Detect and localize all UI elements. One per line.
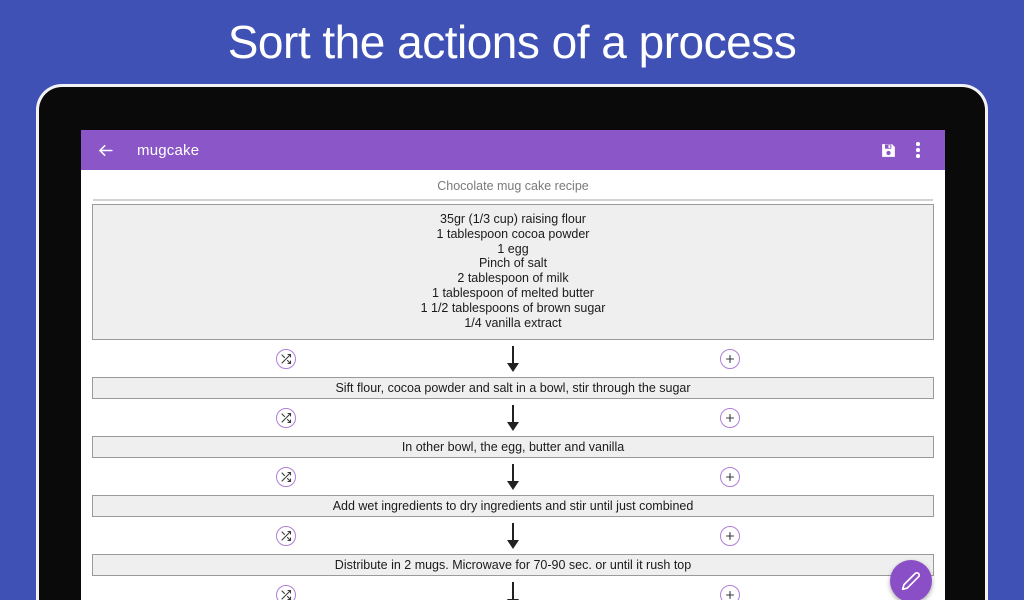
ingredient-line: 2 tablespoon of milk [457, 271, 569, 286]
more-vertical-icon[interactable] [903, 135, 933, 165]
ingredient-line: 1/4 vanilla extract [464, 315, 562, 330]
overflow-dots [916, 142, 920, 158]
arrow-down-icon [507, 581, 519, 600]
ingredients-block[interactable]: 35gr (1/3 cup) raising flour 1 tablespoo… [92, 204, 934, 341]
recipe-content: Chocolate mug cake recipe 35gr (1/3 cup)… [81, 170, 945, 600]
arrow-down-icon [507, 522, 519, 549]
save-floppy-icon[interactable] [873, 135, 903, 165]
plus-circle-icon[interactable] [720, 466, 740, 487]
back-arrow-icon[interactable] [91, 136, 119, 164]
tablet-device-frame: mugcake Chocolate mug cake recipe 35gr (… [36, 84, 988, 600]
plus-circle-icon[interactable] [720, 584, 740, 600]
shuffle-icon[interactable] [276, 466, 296, 487]
connector-row [92, 340, 934, 377]
promo-headline: Sort the actions of a process [227, 16, 797, 68]
ingredient-line: Pinch of salt [478, 256, 548, 271]
step-row[interactable]: Add wet ingredients to dry ingredients a… [92, 495, 934, 518]
arrow-down-icon [507, 345, 519, 372]
ingredient-line: 1 tablespoon cocoa powder [436, 226, 590, 241]
page-title: Chocolate mug cake recipe [437, 179, 589, 193]
edit-fab-button[interactable] [890, 560, 932, 600]
app-bar-title: mugcake [137, 141, 200, 159]
shuffle-icon[interactable] [276, 525, 296, 546]
connector-row [92, 399, 934, 436]
tablet-screen: mugcake Chocolate mug cake recipe 35gr (… [81, 130, 945, 600]
shuffle-icon[interactable] [276, 407, 296, 428]
ingredient-line: 1 1/2 tablespoons of brown sugar [420, 300, 606, 315]
plus-circle-icon[interactable] [720, 407, 740, 428]
arrow-down-icon [507, 404, 519, 431]
connector-row [92, 458, 934, 495]
title-divider [93, 199, 933, 201]
step-row[interactable]: Sift flour, cocoa powder and salt in a b… [92, 377, 934, 400]
ingredient-line: 1 tablespoon of melted butter [432, 285, 594, 300]
shuffle-icon[interactable] [276, 348, 296, 369]
edit-pencil-icon [901, 572, 920, 591]
app-bar: mugcake [81, 130, 945, 170]
plus-circle-icon[interactable] [720, 525, 740, 546]
step-row[interactable]: Distribute in 2 mugs. Microwave for 70-9… [92, 554, 934, 577]
ingredient-line: 35gr (1/3 cup) raising flour [440, 212, 586, 226]
ingredient-line: 1 egg [497, 241, 529, 256]
plus-circle-icon[interactable] [720, 348, 740, 369]
step-row[interactable]: In other bowl, the egg, butter and vanil… [92, 436, 934, 459]
connector-row [92, 517, 934, 554]
connector-row [92, 576, 934, 600]
arrow-down-icon [507, 463, 519, 490]
shuffle-icon[interactable] [276, 584, 296, 600]
